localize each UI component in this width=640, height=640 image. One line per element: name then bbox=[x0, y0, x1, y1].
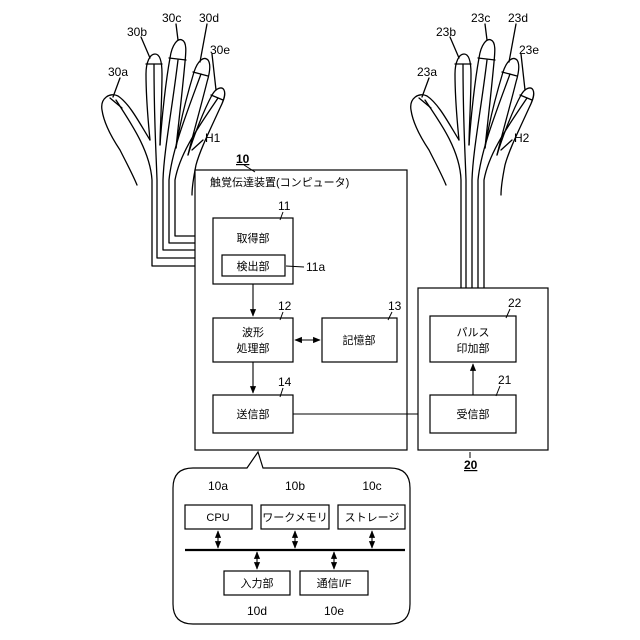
hand-label-h2: H2 bbox=[514, 131, 530, 145]
acquisition-ref: 11 bbox=[278, 199, 291, 213]
memory-label: ワークメモリ bbox=[262, 511, 328, 524]
acquisition-label: 取得部 bbox=[237, 231, 270, 245]
leader-23e bbox=[521, 54, 525, 90]
device-ref: 20 bbox=[464, 458, 478, 472]
hardware-callout bbox=[173, 452, 410, 624]
leader-30d bbox=[200, 24, 207, 62]
fingertip-label-23b: 23b bbox=[436, 25, 456, 39]
fingertip-label-30e: 30e bbox=[210, 43, 230, 57]
cpu-ref: 10a bbox=[208, 479, 228, 493]
pulse-unit-box bbox=[430, 316, 516, 362]
pulse-ref: 22 bbox=[508, 296, 522, 310]
comm-label: 通信I/F bbox=[317, 577, 352, 590]
input-label: 入力部 bbox=[241, 576, 274, 590]
detection-label: 検出部 bbox=[237, 259, 270, 273]
fingertip-label-30b: 30b bbox=[127, 25, 147, 39]
strg-ref: 10c bbox=[362, 479, 381, 493]
transmitter-ref: 14 bbox=[278, 375, 292, 389]
computer-ref: 10 bbox=[236, 152, 250, 166]
fingertip-label-23c: 23c bbox=[471, 11, 490, 25]
leader-23b bbox=[450, 37, 459, 58]
fingertip-label-23e: 23e bbox=[519, 43, 539, 57]
leader-30b bbox=[141, 37, 150, 58]
memory-ref: 10b bbox=[285, 479, 305, 493]
thumb-outline bbox=[411, 95, 459, 185]
leader-23c bbox=[485, 24, 487, 40]
pulse-label-line2: 印加部 bbox=[457, 341, 490, 355]
leader-23d bbox=[509, 24, 516, 62]
leader-23a bbox=[422, 78, 429, 97]
comm-ref: 10e bbox=[324, 604, 344, 618]
fingertip-label-23d: 23d bbox=[508, 11, 528, 25]
fingertip-label-23a: 23a bbox=[417, 65, 437, 79]
waveform-ref: 12 bbox=[278, 299, 292, 313]
leader-30a bbox=[113, 78, 120, 97]
receiver-label: 受信部 bbox=[457, 407, 490, 421]
strg-label: ストレージ bbox=[345, 512, 400, 524]
leader-30e bbox=[212, 54, 216, 90]
storage-ref: 13 bbox=[388, 299, 402, 313]
waveform-label-line1: 波形 bbox=[242, 326, 264, 339]
detection-ref: 11a bbox=[306, 260, 325, 274]
fingertip-label-30c: 30c bbox=[162, 11, 181, 25]
waveform-unit-box bbox=[213, 318, 293, 362]
leader-30c bbox=[176, 24, 178, 40]
wire-23d bbox=[478, 74, 510, 316]
cpu-label: CPU bbox=[206, 512, 229, 524]
storage-label: 記憶部 bbox=[343, 333, 376, 347]
input-ref: 10d bbox=[247, 604, 267, 618]
receiver-ref: 21 bbox=[498, 373, 512, 387]
hand-label-h1: H1 bbox=[205, 131, 221, 145]
wire-23c bbox=[472, 60, 487, 316]
wire-23b bbox=[463, 64, 466, 316]
computer-title: 触覚伝達装置(コンピュータ) bbox=[210, 175, 349, 189]
transmitter-label: 送信部 bbox=[237, 407, 270, 421]
fingertip-label-30d: 30d bbox=[199, 11, 219, 25]
thumb-outline bbox=[102, 95, 150, 185]
fingertip-label-30a: 30a bbox=[108, 65, 128, 79]
waveform-label-line2: 処理部 bbox=[237, 341, 270, 355]
wire-23a bbox=[425, 100, 461, 316]
pulse-label-line1: パルス bbox=[457, 326, 490, 339]
